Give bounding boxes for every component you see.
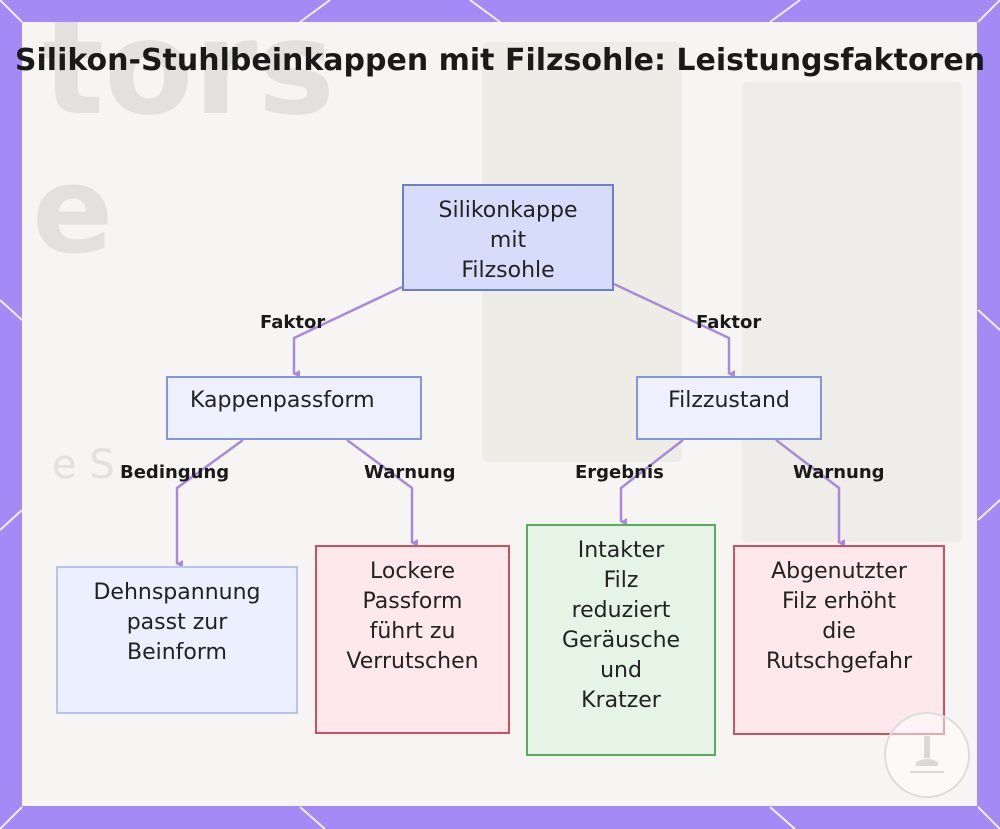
node-warning-worn-felt: Abgenutzter Filz erhöht die Rutschgefahr bbox=[733, 545, 945, 735]
node-cap-fit: Kappenpassform bbox=[166, 376, 422, 440]
node-label: Filzzustand bbox=[668, 386, 790, 438]
chair-leg-logo-icon bbox=[904, 732, 950, 778]
node-condition-tension: Dehnspannung passt zur Beinform bbox=[56, 566, 298, 714]
edge-fit-to-warning bbox=[347, 440, 412, 543]
node-root-silicone-cap: Silikonkappe mit Filzsohle bbox=[402, 184, 614, 291]
node-result-intact-felt: Intakter Filz reduziert Geräusche und Kr… bbox=[526, 524, 716, 756]
node-label: Intakter Filz reduziert Geräusche und Kr… bbox=[562, 536, 680, 754]
node-label: Dehnspannung passt zur Beinform bbox=[93, 578, 260, 712]
edge-felt-to-warning bbox=[776, 440, 839, 543]
edge-label-warning-left: Warnung bbox=[364, 462, 456, 483]
node-warning-loose-fit: Lockere Passform führt zu Verrutschen bbox=[315, 545, 510, 734]
edge-label-condition: Bedingung bbox=[120, 462, 229, 483]
edge-label-factor-right: Faktor bbox=[696, 312, 761, 333]
node-label: Silikonkappe mit Filzsohle bbox=[439, 196, 578, 289]
edge-fit-to-condition bbox=[177, 440, 243, 564]
edge-label-factor-left: Faktor bbox=[260, 312, 325, 333]
edge-label-warning-right: Warnung bbox=[793, 462, 885, 483]
node-label: Lockere Passform führt zu Verrutschen bbox=[346, 557, 478, 732]
node-label: Kappenpassform bbox=[190, 386, 375, 438]
chair-leg-logo-icon bbox=[884, 712, 970, 798]
edge-label-result: Ergebnis bbox=[575, 462, 664, 483]
node-label: Abgenutzter Filz erhöht die Rutschgefahr bbox=[766, 557, 912, 733]
node-felt-condition: Filzzustand bbox=[636, 376, 822, 440]
